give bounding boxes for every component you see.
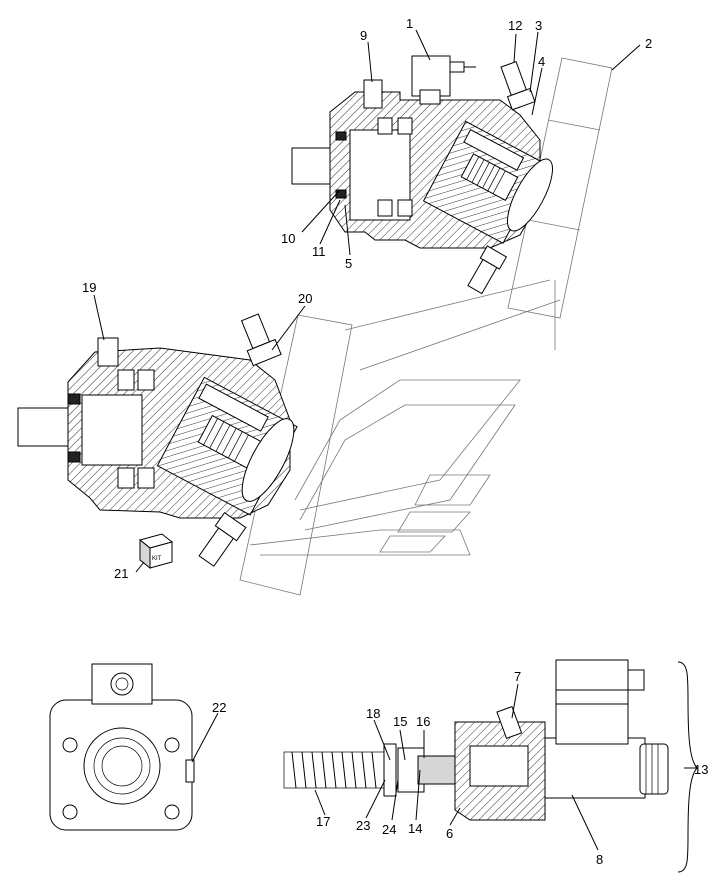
upper-seal-top bbox=[335, 131, 347, 141]
solenoid-cap bbox=[639, 743, 669, 795]
end-bolt-hole-tr bbox=[164, 737, 180, 753]
valve-bore bbox=[469, 745, 529, 787]
callout-21: 21 bbox=[114, 566, 128, 581]
middle-pump-assembly bbox=[17, 279, 561, 596]
kit-box-label: KIT bbox=[152, 556, 162, 562]
callout-2: 2 bbox=[645, 36, 652, 51]
callout-9: 9 bbox=[360, 28, 367, 43]
control-valve-assembly bbox=[283, 659, 669, 821]
upper-pump-assembly bbox=[291, 55, 613, 319]
end-bolt-hole-tl bbox=[62, 737, 78, 753]
upper-seal-bottom bbox=[335, 189, 347, 199]
upper-shaft bbox=[291, 147, 335, 185]
middle-fitting-bottom bbox=[198, 511, 247, 567]
end-port-outer bbox=[83, 727, 161, 805]
callout-14: 14 bbox=[408, 821, 422, 836]
callout-5: 5 bbox=[345, 256, 352, 271]
callout-20: 20 bbox=[298, 291, 312, 306]
callout-16: 16 bbox=[416, 714, 430, 729]
callout-3: 3 bbox=[535, 18, 542, 33]
upper-solenoid-connector bbox=[411, 55, 476, 105]
kit-box: KIT bbox=[138, 533, 174, 570]
upper-valve-plate bbox=[507, 158, 553, 232]
end-side-plug bbox=[185, 759, 195, 783]
callout-10: 10 bbox=[281, 231, 295, 246]
callout-4: 4 bbox=[538, 54, 545, 69]
upper-rollers bbox=[377, 117, 413, 217]
leader-lines bbox=[93, 29, 697, 851]
callouts: 1 2 3 4 5 6 7 8 9 10 11 12 13 14 15 16 1… bbox=[82, 16, 708, 867]
upper-fitting-top bbox=[500, 60, 536, 111]
callout-19: 19 bbox=[82, 280, 96, 295]
callout-15: 15 bbox=[393, 714, 407, 729]
solenoid-connector bbox=[555, 659, 629, 745]
callout-23: 23 bbox=[356, 818, 370, 833]
middle-fitting-top bbox=[240, 313, 282, 367]
middle-bracket-ghost bbox=[239, 279, 561, 596]
middle-seal-top bbox=[67, 393, 81, 405]
middle-rollers bbox=[117, 369, 155, 489]
middle-bearing bbox=[81, 394, 143, 466]
spring bbox=[283, 751, 385, 789]
callout-6: 6 bbox=[446, 826, 453, 841]
end-top-plug bbox=[110, 672, 134, 696]
middle-valve-plate bbox=[241, 418, 295, 502]
upper-bolt bbox=[363, 79, 383, 109]
connector-screw bbox=[627, 669, 645, 691]
callout-18: 18 bbox=[366, 706, 380, 721]
callout-17: 17 bbox=[316, 814, 330, 829]
callout-13: 13 bbox=[694, 762, 708, 777]
piston-rod bbox=[417, 755, 459, 785]
end-bolt-hole-br bbox=[164, 804, 180, 820]
callout-7: 7 bbox=[514, 669, 521, 684]
callout-11: 11 bbox=[312, 244, 326, 259]
callout-8: 8 bbox=[596, 852, 603, 867]
callout-24: 24 bbox=[382, 822, 396, 837]
middle-seal-bottom bbox=[67, 451, 81, 463]
middle-shaft bbox=[17, 407, 69, 447]
upper-fitting-bottom bbox=[467, 245, 508, 295]
spring-seat bbox=[383, 743, 397, 797]
callout-12: 12 bbox=[508, 18, 522, 33]
solenoid-body bbox=[544, 737, 646, 799]
callout-1: 1 bbox=[406, 16, 413, 31]
end-bolt-hole-bl bbox=[62, 804, 78, 820]
valve-fitting bbox=[496, 705, 523, 740]
callout-22: 22 bbox=[212, 700, 226, 715]
middle-bolt bbox=[97, 337, 119, 367]
end-view-assembly bbox=[49, 663, 195, 831]
